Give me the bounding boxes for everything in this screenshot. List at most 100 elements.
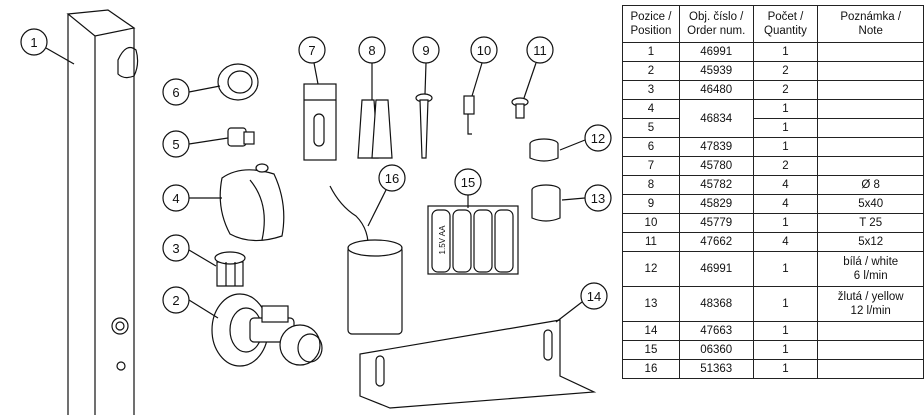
part-13-flow-restrictor-yellow <box>531 184 561 222</box>
table-cell: 8 <box>622 175 680 195</box>
part-11-small-screw <box>511 97 529 119</box>
callout-3: 3 <box>162 234 217 267</box>
table-cell: 3 <box>622 80 680 100</box>
callout-1: 1 <box>20 28 75 65</box>
table-cell: 48368 <box>678 286 754 322</box>
table-cell: 11 <box>622 232 680 252</box>
table-cell: 1 <box>752 359 819 379</box>
part-12-flow-restrictor-white <box>529 138 559 162</box>
part-2-angle-valve <box>211 293 323 367</box>
table-cell: 1 <box>752 42 819 62</box>
svg-text:5: 5 <box>172 137 179 152</box>
callout-4: 4 <box>162 184 222 212</box>
part-3-hex-nut <box>214 251 246 287</box>
part-4-cover <box>219 163 285 242</box>
parts-table: Pozice /Position Obj. číslo /Order num. … <box>622 5 924 379</box>
svg-text:11: 11 <box>533 43 547 58</box>
callout-15: 15 <box>454 168 482 208</box>
table-cell: 7 <box>622 156 680 176</box>
callout-5: 5 <box>162 130 229 158</box>
table-cell: 4 <box>752 175 819 195</box>
table-cell <box>817 156 924 176</box>
table-cell <box>817 80 924 100</box>
table-cell: 10 <box>622 213 680 233</box>
svg-text:9: 9 <box>422 43 429 58</box>
table-cell: 45939 <box>678 61 754 81</box>
merged-order-cell: 46834 <box>678 99 754 138</box>
table-cell <box>817 359 924 379</box>
table-cell: 6 <box>622 137 680 157</box>
svg-text:16: 16 <box>385 171 399 186</box>
table-cell <box>817 340 924 360</box>
callout-11: 11 <box>523 36 554 99</box>
table-cell <box>817 118 924 138</box>
table-cell: 1 <box>752 286 819 322</box>
exploded-parts-drawing: 1.5V AA 1 2 3 4 5 6 7 8 9 10 11 12 13 14… <box>20 9 612 415</box>
callout-7: 7 <box>298 36 326 85</box>
svg-text:7: 7 <box>308 43 315 58</box>
svg-text:12: 12 <box>591 131 605 146</box>
header-quantity: Počet /Quantity <box>752 5 819 43</box>
table-cell: 45829 <box>678 194 754 214</box>
table-cell: 46480 <box>678 80 754 100</box>
svg-text:1: 1 <box>30 35 37 50</box>
table-cell: 1 <box>752 251 819 287</box>
table-cell: 12 <box>622 251 680 287</box>
part-1-column <box>66 9 139 415</box>
table-cell <box>817 42 924 62</box>
table-cell: 1 <box>752 213 819 233</box>
table-cell: 5x12 <box>817 232 924 252</box>
table-cell: 45780 <box>678 156 754 176</box>
callout-13: 13 <box>561 184 612 212</box>
svg-text:4: 4 <box>172 191 179 206</box>
part-6-ring <box>217 63 259 101</box>
callout-10: 10 <box>470 36 498 97</box>
table-cell: 2 <box>752 156 819 176</box>
header-note: Poznámka /Note <box>817 5 924 43</box>
table-cell: 1 <box>622 42 680 62</box>
table-cell: T 25 <box>817 213 924 233</box>
table-cell: 16 <box>622 359 680 379</box>
part-15-batteries: 1.5V AA <box>427 205 519 275</box>
svg-text:10: 10 <box>477 43 491 58</box>
svg-text:2: 2 <box>172 293 179 308</box>
callout-16: 16 <box>367 164 406 227</box>
svg-text:8: 8 <box>368 43 375 58</box>
svg-text:13: 13 <box>591 191 605 206</box>
table-cell: 14 <box>622 321 680 341</box>
table-cell: 1 <box>752 99 819 119</box>
part-7-bracket <box>303 83 337 161</box>
table-cell: 15 <box>622 340 680 360</box>
table-cell: Ø 8 <box>817 175 924 195</box>
table-cell: 1 <box>752 118 819 138</box>
table-cell: 47662 <box>678 232 754 252</box>
header-order-num: Obj. číslo /Order num. <box>678 5 754 43</box>
table-cell: 1 <box>752 137 819 157</box>
battery-label: 1.5V AA <box>438 225 447 255</box>
table-cell <box>817 137 924 157</box>
table-cell: 2 <box>752 61 819 81</box>
table-cell: 47839 <box>678 137 754 157</box>
table-cell: 4 <box>752 194 819 214</box>
svg-text:14: 14 <box>587 289 601 304</box>
table-cell: 5 <box>622 118 680 138</box>
table-cell: 45782 <box>678 175 754 195</box>
table-cell: 46991 <box>678 251 754 287</box>
svg-text:6: 6 <box>172 85 179 100</box>
table-cell: 46991 <box>678 42 754 62</box>
